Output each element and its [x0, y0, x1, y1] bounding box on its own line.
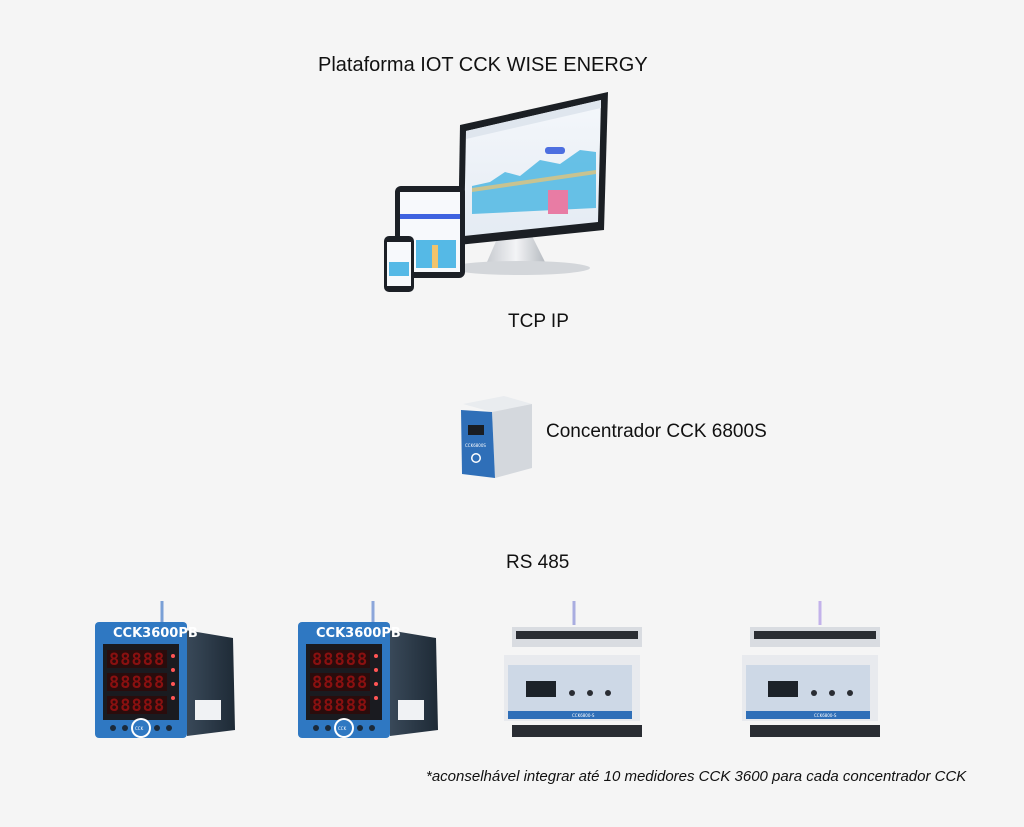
- meter-led-3: [171, 682, 175, 686]
- meter-digits-1: 88888: [312, 650, 368, 670]
- meter-led-4: [171, 696, 175, 700]
- meter-button-4: [166, 725, 172, 731]
- tablet-header-bar: [400, 214, 460, 219]
- din-key-1: [811, 690, 817, 696]
- meter-digits-1: 88888: [109, 650, 165, 670]
- concentrator-badge-inner: [472, 454, 480, 462]
- meter-brand-text: CCK3600PB: [113, 626, 198, 641]
- concentrator-label: Concentrador CCK 6800S: [546, 421, 767, 442]
- monitor-blue-pill: [545, 147, 565, 154]
- meter-led-1: [374, 654, 378, 658]
- meter-digits-2: 88888: [109, 673, 165, 693]
- din-top-terminals: [516, 631, 638, 639]
- meter-led-3: [374, 682, 378, 686]
- monitor-yellow-band: [472, 170, 596, 192]
- meter-display-row-2: [107, 673, 167, 691]
- concentrator-device: CCK6800S: [461, 396, 532, 478]
- footnote: *aconselhável integrar até 10 medidores …: [426, 768, 967, 785]
- din-key-2: [829, 690, 835, 696]
- din-key-3: [605, 690, 611, 696]
- meter-led-1: [171, 654, 175, 658]
- meter-side: [185, 630, 235, 736]
- meter-cck3600pb-2: CCK3600PB 88888 88888 88888 CCK: [298, 622, 438, 738]
- monitor-pink-bar: [548, 190, 568, 214]
- phone-chart: [389, 262, 409, 276]
- din-meter-2: CCK6800-S: [742, 627, 880, 737]
- meter-digits-2: 88888: [312, 673, 368, 693]
- meter-cck3600pb-1: CCK3600PB 88888 88888 88888 CCK: [95, 622, 235, 738]
- din-bottom-terminals: [512, 725, 642, 737]
- meter-button-2: [122, 725, 128, 731]
- rs485-label: RS 485: [506, 552, 570, 573]
- meter-led-2: [374, 668, 378, 672]
- din-top-terminals: [754, 631, 876, 639]
- monitor-topbar: [466, 100, 601, 139]
- concentrator-port: [468, 425, 484, 435]
- din-bottom-terminals: [750, 725, 880, 737]
- meter-logo-text: CCK: [135, 726, 144, 731]
- meter-display-row-2: [310, 673, 370, 691]
- meter-button-1: [110, 725, 116, 731]
- meter-button-3: [154, 725, 160, 731]
- meter-button-1: [313, 725, 319, 731]
- meter-display-row-3: [107, 696, 167, 714]
- concentrator-top: [463, 396, 532, 412]
- din-key-3: [847, 690, 853, 696]
- meter-logo: [133, 720, 149, 736]
- meter-digits-3: 88888: [109, 696, 165, 716]
- platform-title: Plataforma IOT CCK WISE ENERGY: [318, 54, 648, 76]
- meter-display-row-1: [107, 650, 167, 668]
- monitor-base: [450, 261, 590, 275]
- meter-button-4: [369, 725, 375, 731]
- din-blue-strip: [508, 711, 632, 719]
- din-lcd: [526, 681, 556, 697]
- meter-side-label: [195, 700, 221, 720]
- iot-platform-devices: [384, 92, 608, 292]
- din-brand-text: CCK6800-S: [572, 713, 595, 718]
- meter-button-2: [325, 725, 331, 731]
- tcp-ip-label: TCP IP: [508, 311, 569, 332]
- meter-button-3: [357, 725, 363, 731]
- meter-brand-text: CCK3600PB: [316, 626, 401, 641]
- din-lcd: [768, 681, 798, 697]
- meter-side-label: [398, 700, 424, 720]
- din-key-2: [587, 690, 593, 696]
- meter-display-row-1: [310, 650, 370, 668]
- meter-logo-text: CCK: [338, 726, 347, 731]
- concentrator-model-text: CCK6800S: [465, 443, 486, 448]
- meter-led-4: [374, 696, 378, 700]
- network-links: [160, 302, 822, 625]
- meter-side: [388, 630, 438, 736]
- din-blue-strip: [746, 711, 870, 719]
- tablet-chart-accent: [432, 245, 438, 268]
- din-key-1: [569, 690, 575, 696]
- meter-digits-3: 88888: [312, 696, 368, 716]
- meter-display-row-3: [310, 696, 370, 714]
- din-meter-1: CCK6800-S: [504, 627, 642, 737]
- din-brand-text: CCK6800-S: [814, 713, 837, 718]
- meter-led-2: [171, 668, 175, 672]
- concentrator-side: [492, 404, 532, 478]
- meter-logo: [336, 720, 352, 736]
